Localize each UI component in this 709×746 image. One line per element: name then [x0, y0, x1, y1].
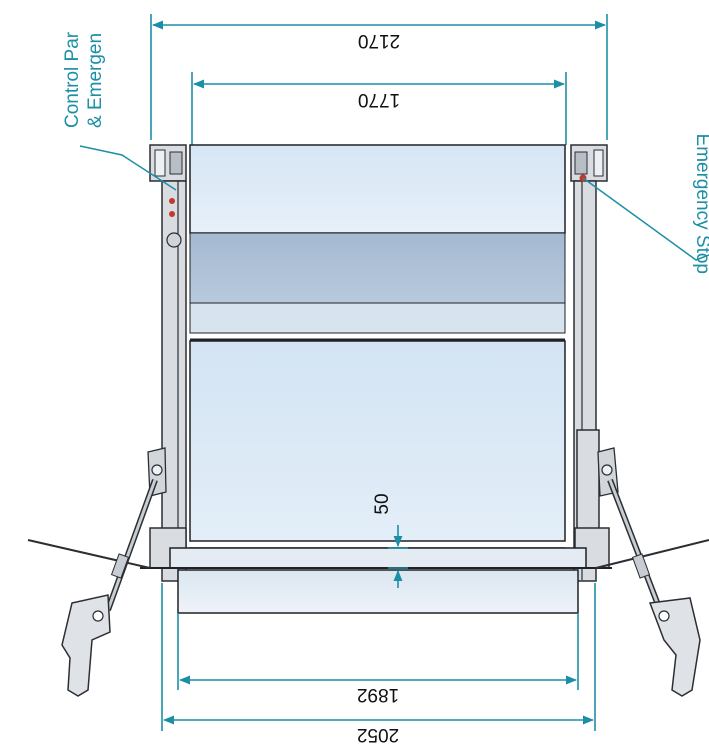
control-panel-label-line1: Control Par	[62, 31, 83, 128]
control-panel-callout: Control Par & Emergen	[62, 31, 177, 191]
dimension-platform-bottom: 1892	[177, 613, 579, 705]
dimension-gap: 50	[372, 493, 408, 588]
right-side-post	[570, 144, 610, 582]
dimension-2052-label: 2052	[357, 724, 399, 745]
dimension-50-label: 50	[372, 493, 393, 514]
right-support-strut	[595, 447, 709, 697]
left-side-post	[149, 144, 187, 582]
dimension-1892-label: 1892	[357, 684, 399, 705]
door-panel	[189, 144, 566, 549]
dimension-overall-top: 2170	[150, 14, 608, 140]
leveler-platform	[140, 547, 612, 614]
dimension-inner-top: 1770	[191, 72, 567, 145]
control-panel-label-line2: & Emergen	[85, 33, 106, 128]
dimension-overall-bottom: 2052	[161, 583, 596, 745]
emergency-stop-callout: Emergency Stop	[582, 134, 709, 274]
dimension-1770-label: 1770	[358, 89, 400, 110]
dimension-2170-label: 2170	[358, 30, 400, 51]
left-support-strut	[27, 447, 167, 697]
emergency-stop-label: Emergency Stop	[692, 134, 709, 274]
